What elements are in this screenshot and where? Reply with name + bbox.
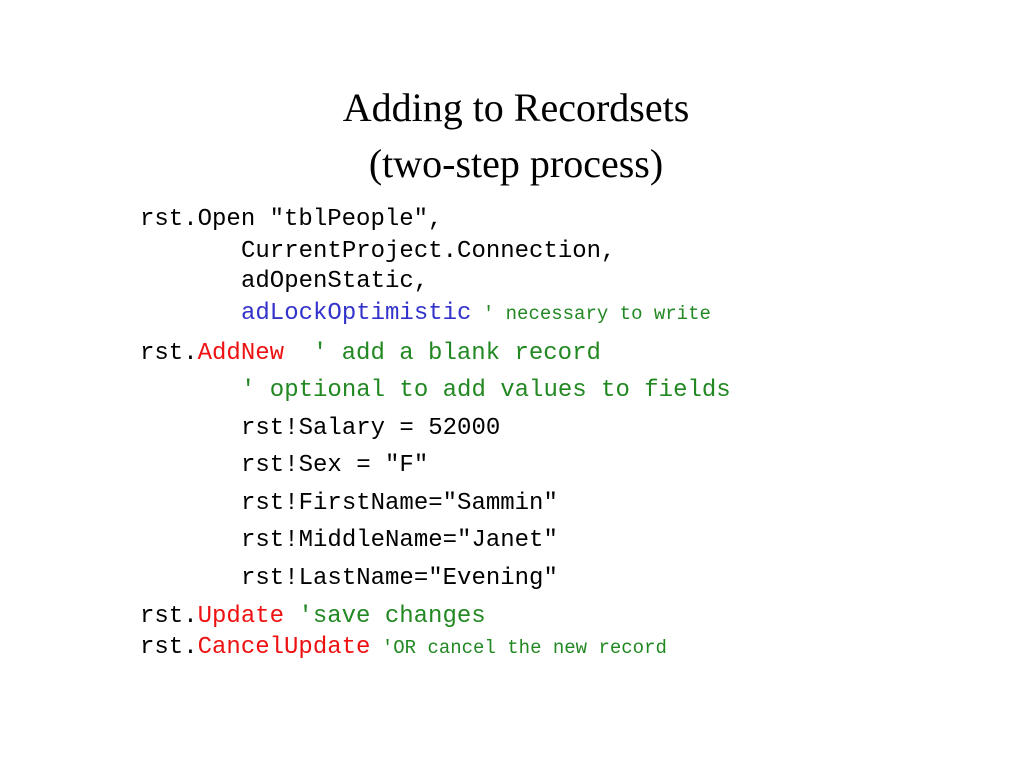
- code-comment: ' add a blank record: [284, 340, 601, 367]
- code-lock-keyword: adLockOptimistic: [241, 300, 472, 327]
- code-addnew-line: rst.AddNew ' add a blank record: [140, 340, 601, 368]
- code-open-line-1: rst.Open "tblPeople",: [140, 206, 443, 233]
- code-assignment-line: rst!LastName="Evening": [241, 565, 558, 592]
- code-comment: ' necessary to write: [471, 303, 711, 325]
- code-open-line-2: CurrentProject.Connection,: [241, 238, 616, 265]
- code-open-line-3: adOpenStatic,: [241, 268, 429, 295]
- code-comment: 'OR cancel the new record: [370, 637, 667, 659]
- code-comment: 'save changes: [284, 603, 486, 630]
- slide-title: Adding to Recordsets (two-step process): [0, 80, 1024, 192]
- code-method-update: Update: [197, 603, 285, 630]
- code-object: rst.: [140, 340, 198, 367]
- code-object: rst.: [140, 603, 198, 630]
- code-cancel-line: rst.CancelUpdate 'OR cancel the new reco…: [140, 634, 667, 662]
- code-assignment-line: rst!Sex = "F": [241, 452, 429, 479]
- code-block: rst.Open "tblPeople", CurrentProject.Con…: [140, 0, 731, 661]
- code-open-line-4: adLockOptimistic ' necessary to write: [140, 300, 711, 328]
- code-assignment-line: rst!MiddleName="Janet": [241, 527, 558, 554]
- code-update-line: rst.Update 'save changes: [140, 603, 486, 631]
- code-optional-comment: ' optional to add values to fields: [241, 377, 731, 404]
- slide-title-line-1: Adding to Recordsets: [342, 85, 690, 130]
- slide-title-line-2: (two-step process): [368, 141, 664, 186]
- code-method-cancelupdate: CancelUpdate: [197, 634, 371, 661]
- code-method-addnew: AddNew: [197, 340, 285, 367]
- code-assignment-line: rst!FirstName="Sammin": [241, 490, 558, 517]
- code-object: rst.: [140, 634, 198, 661]
- code-assignment-line: rst!Salary = 52000: [241, 415, 501, 442]
